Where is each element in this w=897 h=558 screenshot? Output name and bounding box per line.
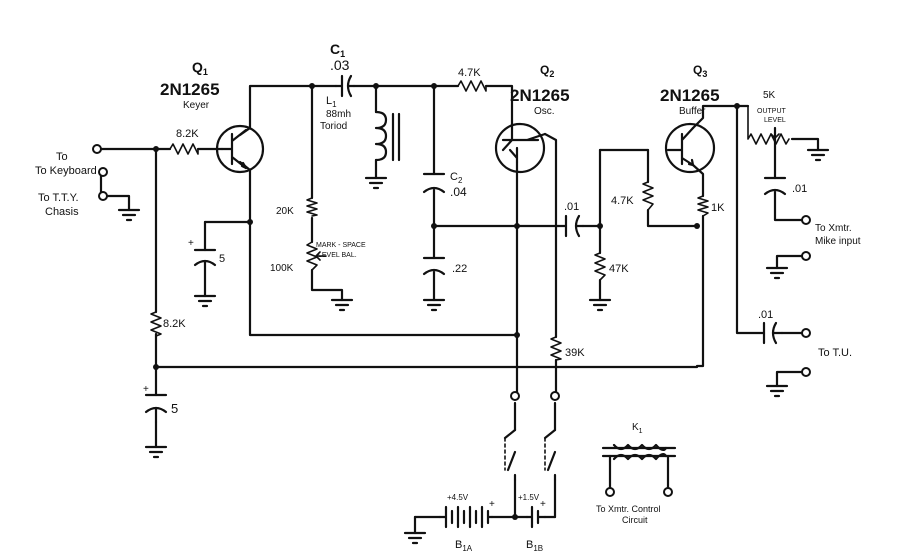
capacitor-bottom: + xyxy=(143,384,168,424)
label-mike-line2: Mike input xyxy=(815,236,861,247)
junctions xyxy=(153,83,740,520)
q3-ref: Q3 xyxy=(693,63,707,79)
c2-ref: C2 xyxy=(450,171,463,185)
capacitor-c1 xyxy=(334,74,356,98)
r-osc-base-value: 4.7K xyxy=(458,67,481,79)
resistors xyxy=(150,80,790,361)
pot-mark-value: 100K xyxy=(270,263,294,274)
q1-role: Keyer xyxy=(183,100,210,111)
q2-type: 2N1265 xyxy=(510,86,570,105)
r-keyer-value: 8.2K xyxy=(176,128,199,140)
resistor-mark xyxy=(306,197,318,217)
capacitors: + + xyxy=(143,74,787,424)
relay-ref: K1 xyxy=(632,422,643,435)
bat-a-ref: B1A xyxy=(455,539,473,553)
cap-bottom-value: 5 xyxy=(171,401,178,416)
label-tu: To T.U. xyxy=(818,347,852,359)
cap-tu-value: .01 xyxy=(758,309,773,321)
r-mark-value: 20K xyxy=(276,206,294,217)
capacitor-keyer: + xyxy=(188,238,217,267)
r-bias-value: 8.2K xyxy=(163,318,186,330)
resistor-osc-base xyxy=(457,80,487,92)
relay-k1 xyxy=(601,443,677,463)
l1-value: 88mh xyxy=(326,109,351,120)
c2-value: .04 xyxy=(450,185,467,199)
pot-output-value: 5K xyxy=(763,90,776,101)
inductor-l1 xyxy=(374,110,401,162)
cap-22-value: .22 xyxy=(452,263,467,275)
capacitor-couple xyxy=(556,214,585,238)
resistor-buffer-emitter xyxy=(697,195,709,217)
bat-b-voltage: +1.5V xyxy=(518,493,540,502)
cap-couple-value: .01 xyxy=(564,201,579,213)
label-keyboard-to: To xyxy=(56,151,68,163)
bat-a-voltage: +4.5V xyxy=(447,493,469,502)
pot-output-wiper xyxy=(770,127,780,139)
label-mike-line1: To Xmtr. xyxy=(815,223,852,234)
svg-text:+: + xyxy=(489,499,495,510)
q3-type: 2N1265 xyxy=(660,86,720,105)
c1-value: .03 xyxy=(330,57,350,73)
mark-space-line2: LEVEL BAL. xyxy=(318,252,357,259)
q2-role: Osc. xyxy=(534,106,555,117)
transistor-q1 xyxy=(215,124,265,174)
wiring xyxy=(96,84,820,535)
potentiometer-output xyxy=(747,105,790,145)
resistor-bias xyxy=(150,311,162,337)
l1-ref: L1 xyxy=(326,95,337,109)
c1-ref: C1 xyxy=(330,41,345,59)
potentiometer-mark xyxy=(306,241,318,271)
r-buffer-base-value: 4.7K xyxy=(611,195,634,207)
bat-b-ref: B1B xyxy=(526,539,543,553)
label-chassis: Chasis xyxy=(45,206,79,218)
resistor-39k xyxy=(550,336,562,361)
relay-line2: Circuit xyxy=(622,515,648,525)
cap-keyer-value: 5 xyxy=(219,253,225,265)
resistor-keyer xyxy=(169,143,199,155)
capacitor-22 xyxy=(422,256,446,276)
svg-text:+: + xyxy=(143,384,149,395)
l1-desc: Toriod xyxy=(320,121,347,132)
svg-text:+: + xyxy=(540,499,546,510)
pot-output-line1: OUTPUT xyxy=(757,108,787,115)
mark-space-line1: MARK - SPACE xyxy=(316,242,366,249)
r-39k-value: 39K xyxy=(565,347,585,359)
transistor-q2 xyxy=(494,122,547,174)
cap-mike-value: .01 xyxy=(792,183,807,195)
batteries: + + xyxy=(438,499,547,529)
terminals xyxy=(92,144,811,497)
capacitor-c2 xyxy=(422,172,446,194)
r-47k-value: 47K xyxy=(609,263,629,275)
pot-mark-wiper xyxy=(315,251,327,261)
q1-ref: Q1 xyxy=(192,59,208,77)
capacitor-tu xyxy=(762,321,784,345)
transistor-q3 xyxy=(664,122,716,174)
svg-text:+: + xyxy=(188,238,194,249)
ground-symbols xyxy=(117,148,830,545)
q2-ref: Q2 xyxy=(540,63,554,79)
q3-role: Buffer xyxy=(679,106,706,117)
relay-line1: To Xmtr. Control xyxy=(596,504,661,514)
switches xyxy=(503,428,557,482)
label-tty: To T.T.Y. xyxy=(38,192,79,204)
capacitor-mike xyxy=(763,176,787,196)
r-buffer-emitter-value: 1K xyxy=(711,202,725,214)
pot-output-line2: LEVEL xyxy=(764,117,786,124)
label-keyboard: To Keyboard xyxy=(35,165,97,177)
resistor-buffer-base xyxy=(642,181,654,211)
labels: Q1 2N1265 Keyer Q2 2N1265 Osc. Q3 2N1265… xyxy=(35,41,861,553)
resistor-47k xyxy=(594,252,606,281)
q1-type: 2N1265 xyxy=(160,80,220,99)
